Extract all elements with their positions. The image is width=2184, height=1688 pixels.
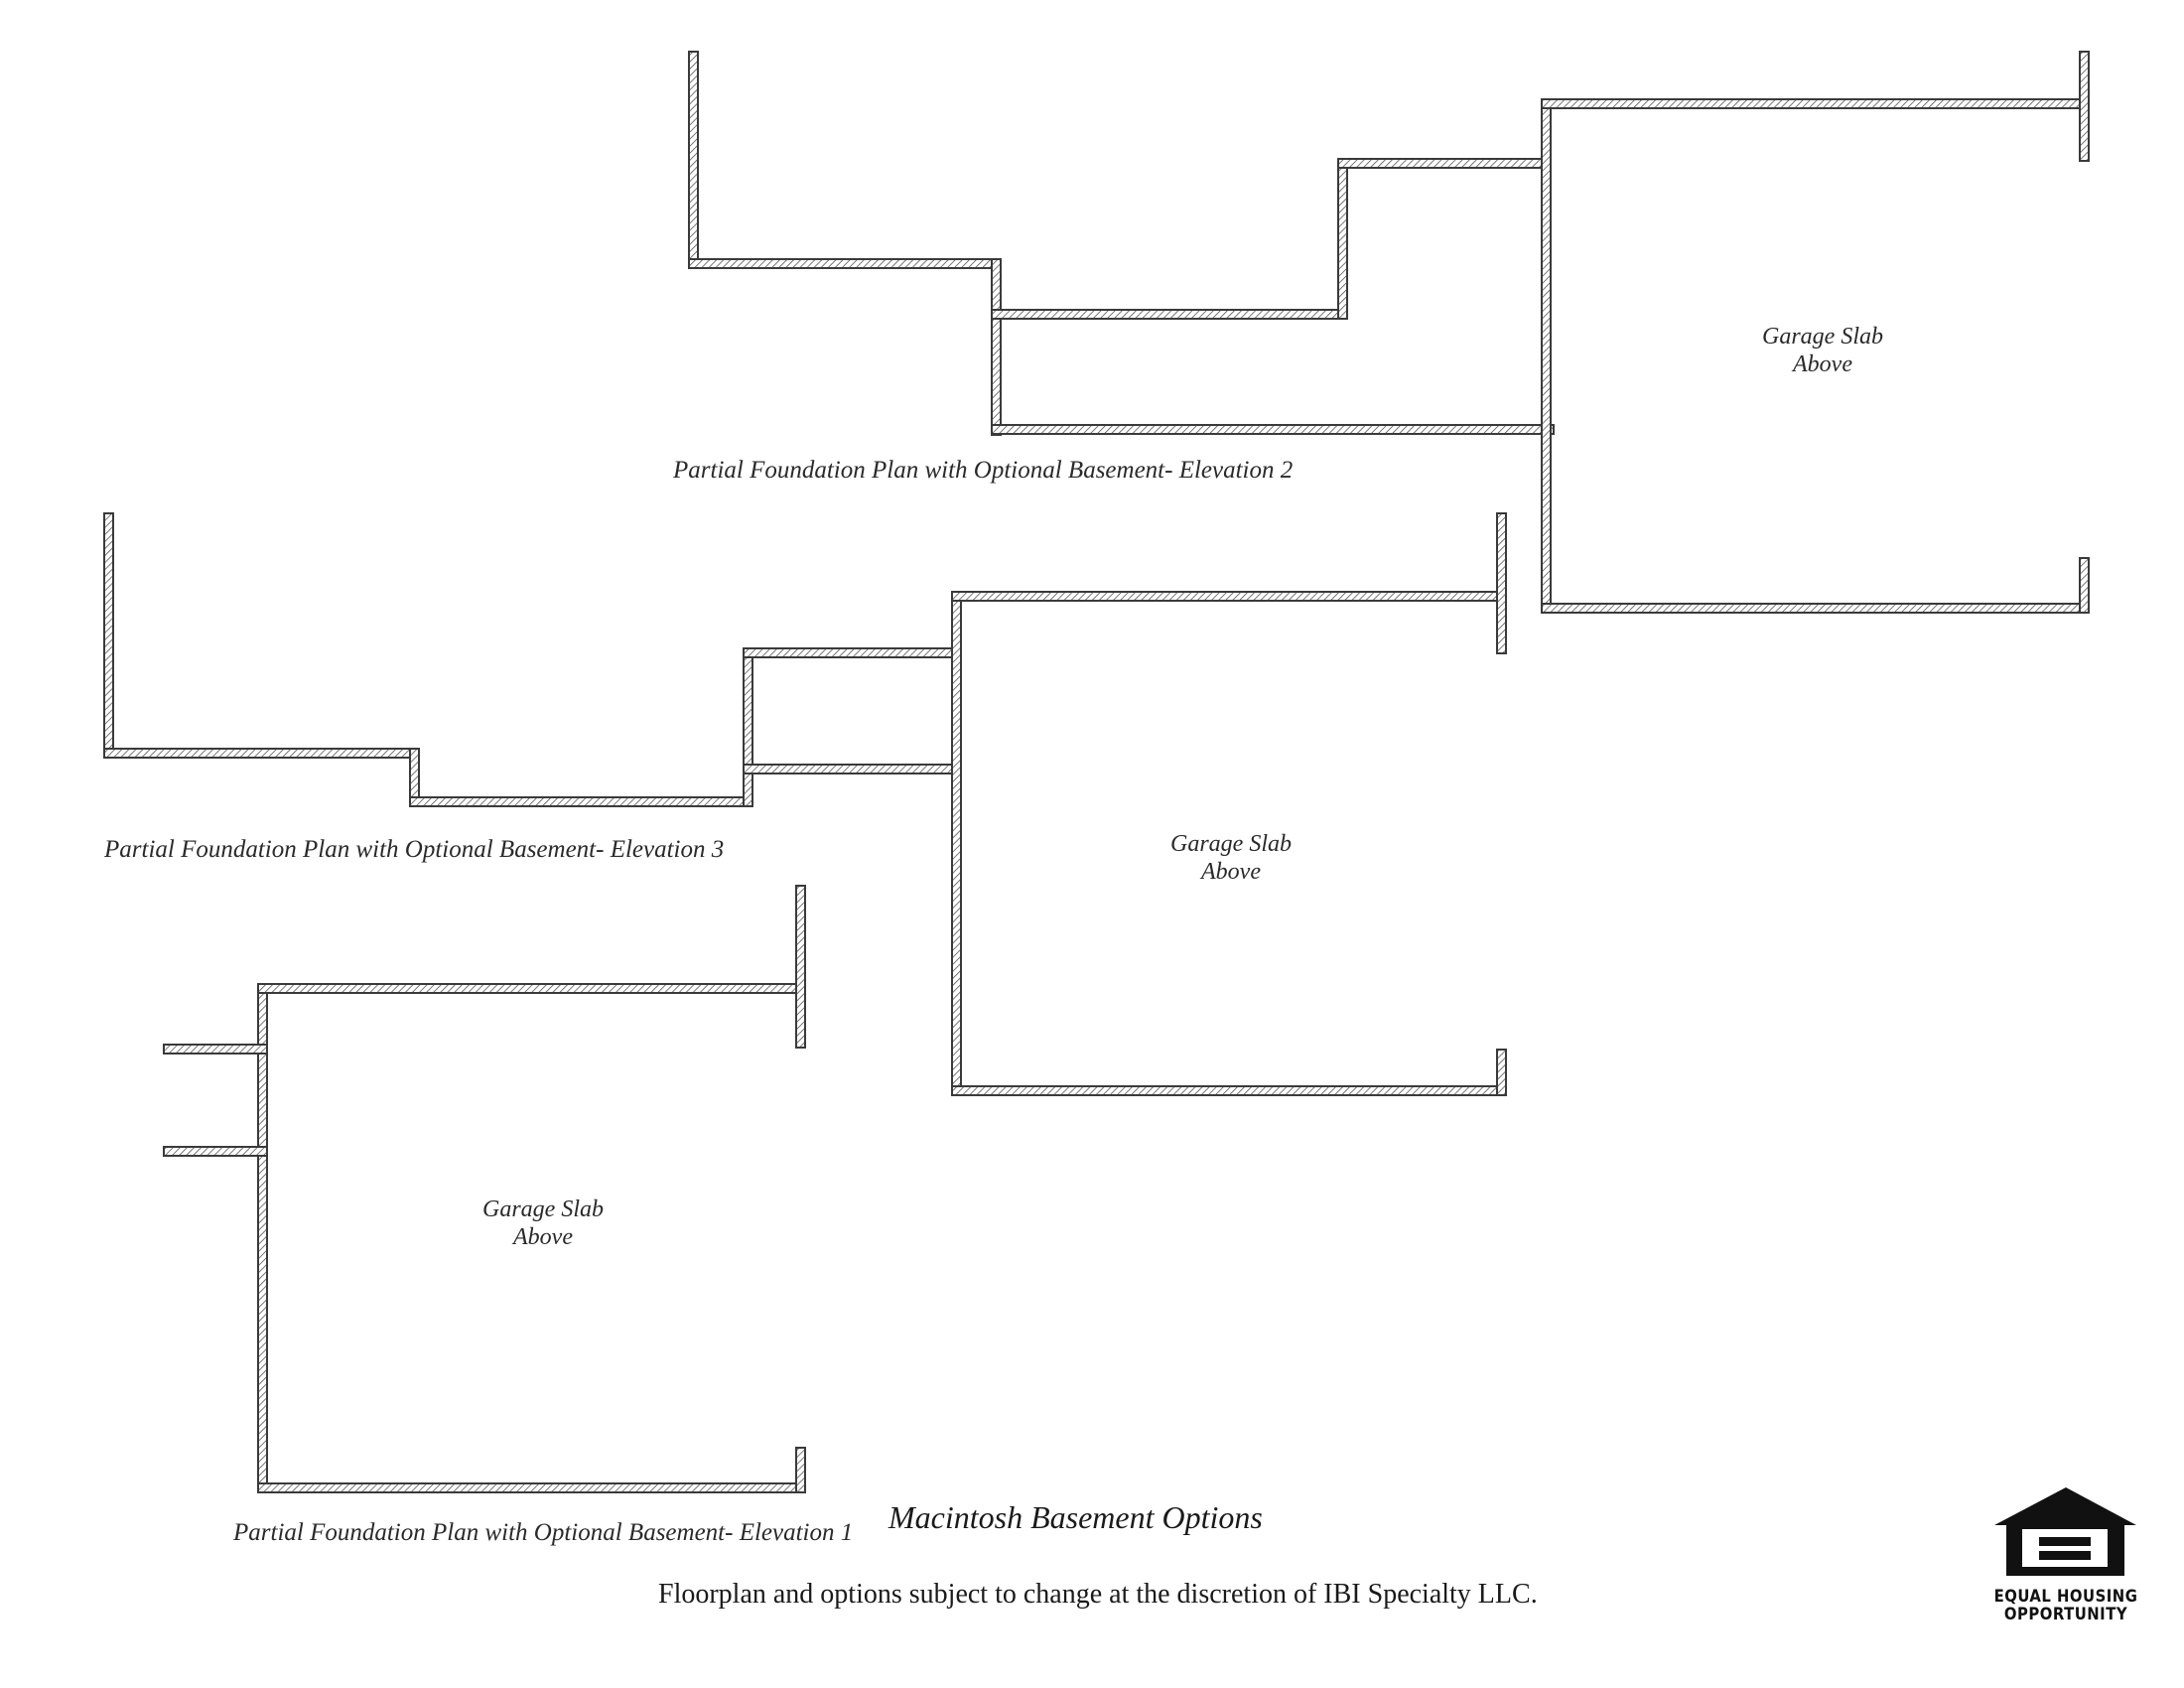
garage-slab-label-elevation-1: Garage Slab Above xyxy=(482,1196,604,1251)
disclaimer-text: Floorplan and options subject to change … xyxy=(658,1579,1538,1610)
wall xyxy=(743,647,753,807)
wall xyxy=(688,258,1002,269)
equal-housing-house-icon xyxy=(1994,1487,2136,1576)
wall xyxy=(951,591,1507,602)
wall xyxy=(2079,557,2090,614)
equal-housing-logo: EQUAL HOUSING OPPORTUNITY xyxy=(1993,1486,2138,1623)
plan-caption-elevation-1: Partial Foundation Plan with Optional Ba… xyxy=(233,1519,854,1546)
wall xyxy=(743,647,962,658)
wall xyxy=(1337,158,1552,169)
plan-caption-elevation-2: Partial Foundation Plan with Optional Ba… xyxy=(673,457,1294,484)
wall xyxy=(1541,98,2090,109)
wall xyxy=(163,1146,268,1157)
wall xyxy=(257,983,806,994)
wall xyxy=(1337,158,1348,320)
garage-slab-line-2: Above xyxy=(1793,352,1852,377)
wall xyxy=(163,1044,268,1055)
wall xyxy=(1541,603,2090,614)
wall xyxy=(2079,51,2090,162)
wall xyxy=(688,51,699,269)
wall xyxy=(1541,98,1552,614)
garage-slab-label-elevation-3: Garage Slab Above xyxy=(1170,830,1292,886)
wall xyxy=(1496,512,1507,654)
wall xyxy=(991,258,1002,436)
plan-elevation-2-walls xyxy=(688,51,2090,614)
plan-elevation-1-walls xyxy=(163,885,806,1493)
equal-housing-line-2: OPPORTUNITY xyxy=(2003,1605,2128,1623)
wall xyxy=(257,983,268,1493)
garage-slab-line-1: Garage Slab xyxy=(482,1196,604,1222)
wall xyxy=(991,309,1348,320)
plan-caption-elevation-3: Partial Foundation Plan with Optional Ba… xyxy=(104,836,725,863)
garage-slab-line-1: Garage Slab xyxy=(1762,324,1883,350)
wall xyxy=(409,796,753,807)
wall xyxy=(795,1447,806,1493)
garage-slab-label-elevation-2: Garage Slab Above xyxy=(1762,323,1883,378)
wall xyxy=(1496,1049,1507,1096)
garage-slab-line-1: Garage Slab xyxy=(1170,831,1292,857)
wall xyxy=(743,764,962,774)
equal-housing-text: EQUAL HOUSING OPPORTUNITY xyxy=(1993,1588,2138,1623)
garage-slab-line-2: Above xyxy=(1201,859,1261,885)
wall xyxy=(951,1085,1507,1096)
garage-slab-line-2: Above xyxy=(513,1224,573,1250)
wall xyxy=(103,748,420,759)
wall xyxy=(257,1482,806,1493)
plan-elevation-3-walls xyxy=(103,512,1507,1096)
document-title: Macintosh Basement Options xyxy=(888,1499,1263,1535)
wall xyxy=(103,512,114,759)
wall xyxy=(951,591,962,1096)
equal-housing-line-1: EQUAL HOUSING xyxy=(1993,1587,2138,1606)
wall xyxy=(991,424,1555,435)
wall xyxy=(795,885,806,1049)
